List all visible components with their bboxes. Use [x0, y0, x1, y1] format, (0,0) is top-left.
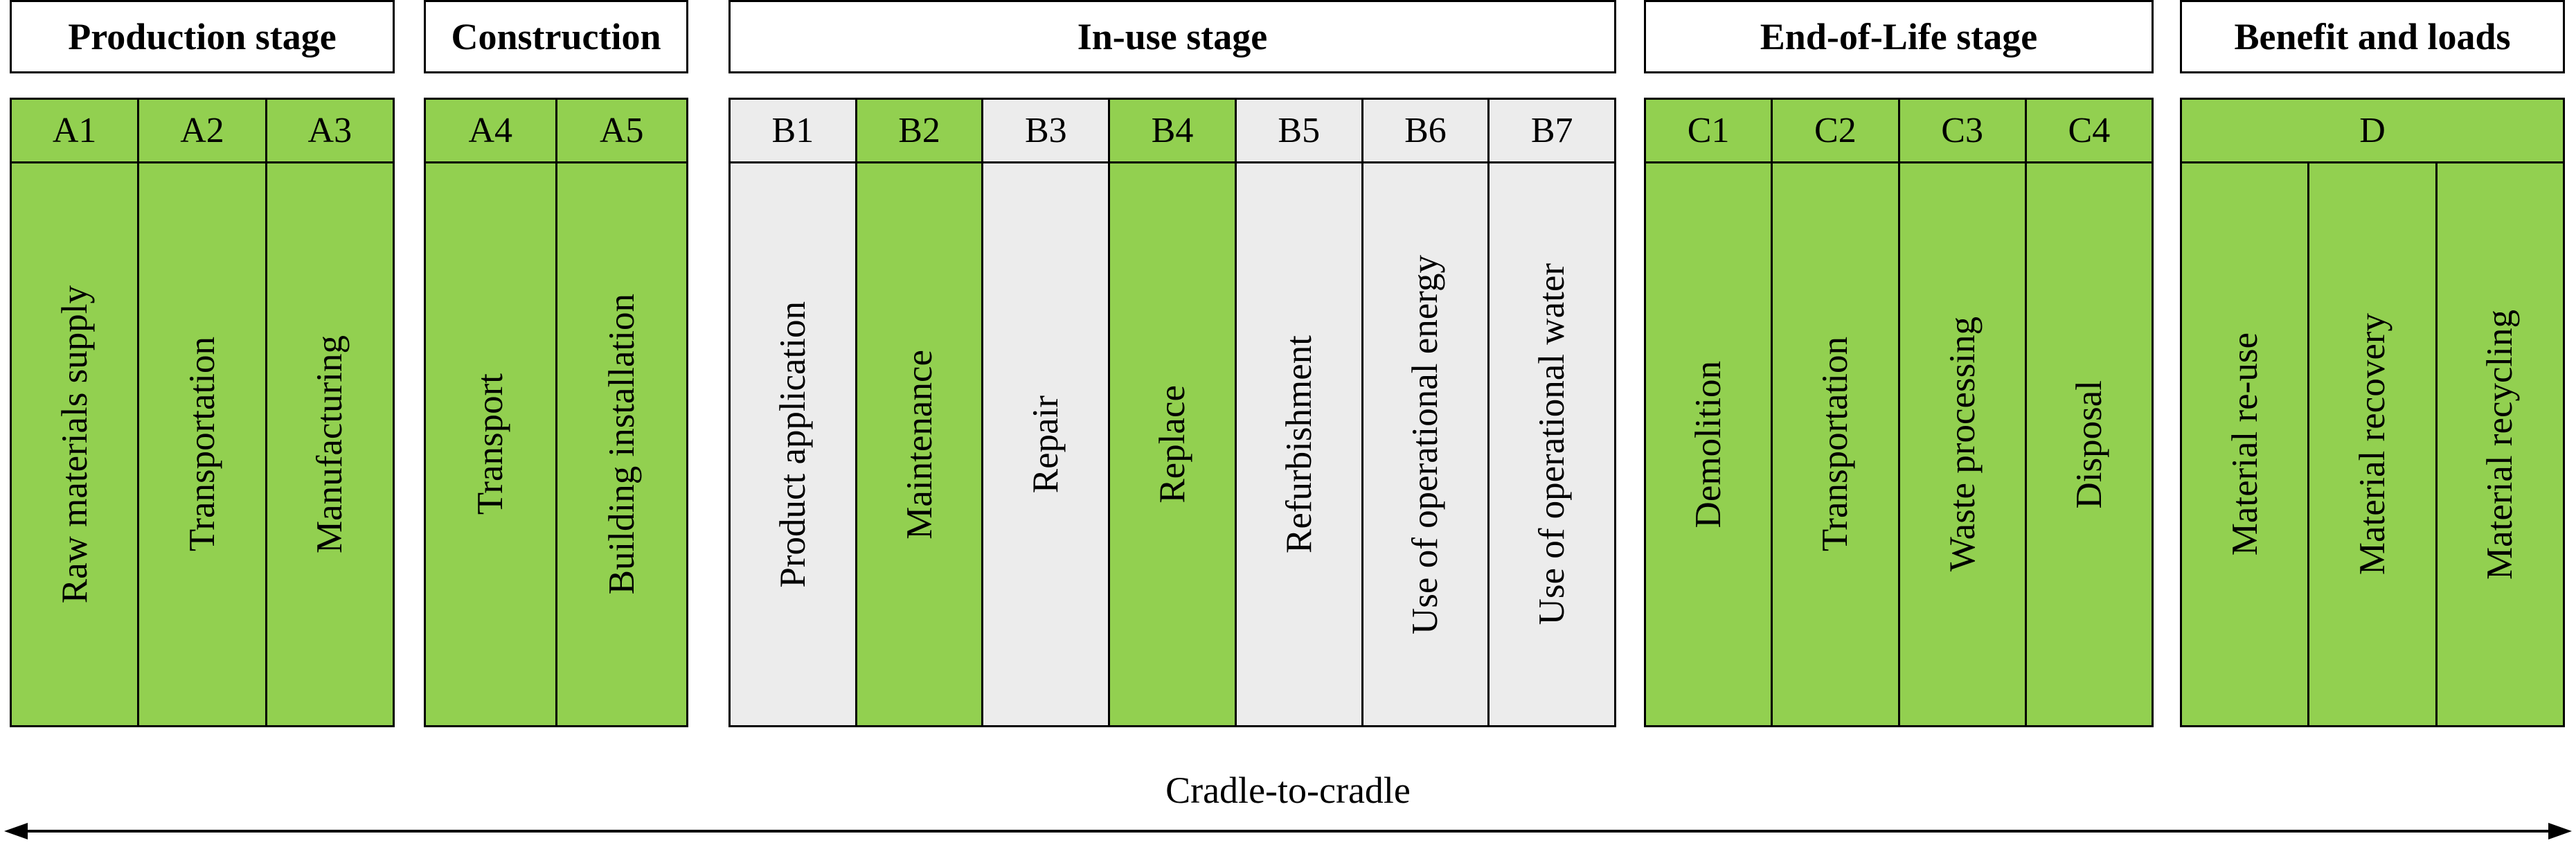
module-c4: C4 Disposal [2024, 100, 2152, 725]
header-production-stage: Production stage [10, 0, 395, 73]
module-code: B6 [1363, 100, 1488, 163]
module-label: Raw materials supply [54, 285, 95, 604]
module-label: Manufacturing [310, 335, 350, 553]
module-a5: A5 Building installation [555, 100, 686, 725]
module-label: Repair [1026, 395, 1066, 494]
header-in-use-stage: In-use stage [728, 0, 1616, 73]
module-d-recovery: Material recovery [2307, 163, 2435, 725]
module-b4: B4 Replace [1108, 100, 1235, 725]
module-b3: B3 Repair [981, 100, 1109, 725]
module-code: B5 [1236, 100, 1361, 163]
module-a2: A2 Transportation [137, 100, 265, 725]
module-b1: B1 Product application [731, 100, 855, 725]
module-code: A2 [139, 100, 265, 163]
module-code: B4 [1110, 100, 1235, 163]
module-code: B3 [983, 100, 1109, 163]
module-d-recycling: Material recycling [2435, 163, 2563, 725]
module-b2: B2 Maintenance [855, 100, 982, 725]
module-label: Use of operational water [1532, 263, 1573, 625]
benefit-stage-block: D Material re-use Material recovery Mate… [2180, 98, 2565, 727]
module-code: B2 [857, 100, 982, 163]
module-code: C2 [1773, 100, 1898, 163]
module-label: Maintenance [899, 349, 940, 540]
module-label: Transportation [181, 337, 222, 552]
scope-label: Cradle-to-cradle [1165, 770, 1411, 811]
module-label: Replace [1152, 385, 1193, 504]
module-a4: A4 Transport [426, 100, 555, 725]
module-code: B7 [1490, 100, 1615, 163]
module-d-items: Material re-use Material recovery Materi… [2182, 163, 2563, 725]
module-a3: A3 Manufacturing [265, 100, 393, 725]
production-stage-block: A1 Raw materials supply A2 Transportatio… [10, 98, 395, 727]
module-code: A4 [426, 100, 555, 163]
module-c1: C1 Demolition [1646, 100, 1771, 725]
end-of-life-stage-block: C1 Demolition C2 Transportation C3 Waste… [1644, 98, 2154, 727]
construction-stage-block: A4 Transport A5 Building installation [424, 98, 688, 727]
module-label: Refurbishment [1278, 335, 1319, 553]
module-label: Material recovery [2352, 313, 2392, 576]
module-c3: C3 Waste processing [1897, 100, 2025, 725]
module-code: C1 [1646, 100, 1771, 163]
double-arrow-icon [4, 823, 2572, 839]
module-code: A5 [557, 100, 686, 163]
module-label: Transportation [1815, 337, 1856, 552]
module-code: A1 [12, 100, 138, 163]
in-use-stage-block: B1 Product application B2 Maintenance B3… [728, 98, 1616, 727]
module-d-reuse: Material re-use [2182, 163, 2308, 725]
module-label: Demolition [1688, 360, 1729, 528]
module-c2: C2 Transportation [1771, 100, 1898, 725]
module-b5: B5 Refurbishment [1234, 100, 1361, 725]
module-code: B1 [731, 100, 855, 163]
module-label: Product application [772, 301, 813, 588]
module-code: C3 [1899, 100, 2025, 163]
module-code: A3 [267, 100, 393, 163]
module-b6: B6 Use of operational energy [1361, 100, 1488, 725]
module-label: Transport [470, 373, 511, 515]
module-code: C4 [2026, 100, 2152, 163]
module-d-code: D [2182, 100, 2563, 163]
module-label: Use of operational energy [1405, 254, 1446, 634]
module-b7: B7 Use of operational water [1487, 100, 1615, 725]
module-label: Disposal [2068, 380, 2109, 509]
header-end-of-life-stage: End-of-Life stage [1644, 0, 2154, 73]
module-label: Material re-use [2224, 332, 2265, 556]
module-label: Building installation [601, 294, 642, 595]
module-label: Waste processing [1942, 317, 1983, 572]
header-benefit-and-loads: Benefit and loads [2180, 0, 2565, 73]
module-a1: A1 Raw materials supply [12, 100, 138, 725]
module-label: Material recycling [2480, 309, 2521, 580]
header-construction: Construction [424, 0, 688, 73]
